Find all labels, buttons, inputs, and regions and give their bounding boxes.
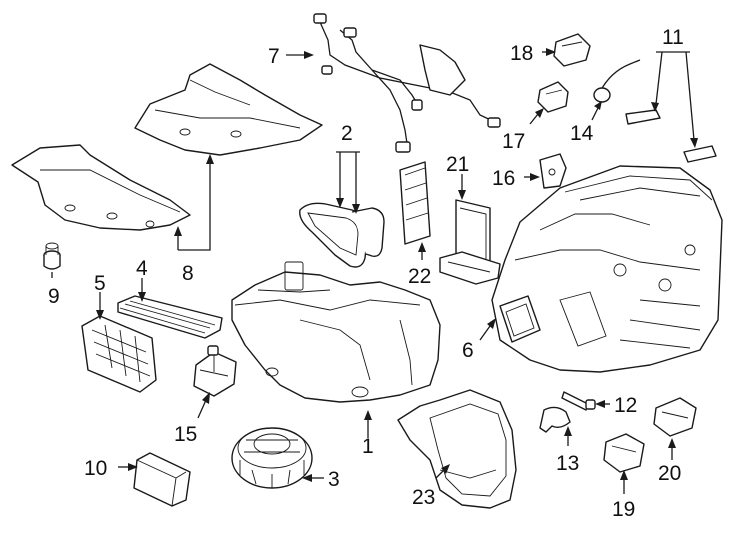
part-4-cabin-filter [117,295,223,339]
callout-16: 16 [492,167,515,190]
callout-15: 15 [174,423,197,446]
callout-10: 10 [84,457,107,480]
callout-22: 22 [408,265,431,288]
part-6-hvac-assembly [491,165,723,373]
part-15-actuator [193,345,237,397]
part-8-upper-shield [134,63,323,156]
callout-8: 8 [182,262,194,285]
callout-20: 20 [658,462,681,485]
callout-4: 4 [136,257,148,280]
callout-9: 9 [48,285,60,308]
callout-3: 3 [328,468,340,491]
part-10-module [133,452,191,507]
callout-13: 13 [556,452,579,475]
callout-23: 23 [412,486,435,509]
part-19-actuator [603,433,645,473]
callout-17: 17 [502,130,525,153]
part-13-connector-hose [539,406,571,433]
part-2-seal [299,202,385,268]
part-14-hose [593,59,641,103]
part-17-sensor [537,81,569,113]
part-3-blower-motor [231,427,313,489]
leader-lines [51,48,698,494]
part-11-tubes [625,109,717,163]
callout-2: 2 [341,122,353,145]
part-8-lower-shield [11,144,191,231]
callout-14: 14 [570,122,594,145]
heater-core [399,161,431,245]
part-12-temp-sensor [561,391,596,411]
part-20-actuator [653,397,697,437]
callout-19: 19 [612,498,635,521]
callout-1: 1 [362,435,374,458]
part-22-bracket [439,251,501,285]
callout-6: 6 [462,339,474,362]
part-7-wiring-harness [313,13,501,153]
callout-18: 18 [510,42,533,65]
part-18-sensor [553,33,591,67]
callout-11: 11 [662,26,684,49]
part-1-main-housing [231,261,441,403]
part-9-grommet [43,242,61,270]
part-23-duct [397,389,517,509]
callout-12: 12 [614,394,637,417]
callout-5: 5 [94,272,106,295]
part-16-clip [539,153,567,189]
callout-labels: 7 2 8 9 4 5 15 1 3 10 21 22 6 11 18 17 1… [48,26,684,521]
callout-7: 7 [268,45,280,68]
callout-21: 21 [446,153,469,176]
part-5-filter-frame [81,315,157,393]
